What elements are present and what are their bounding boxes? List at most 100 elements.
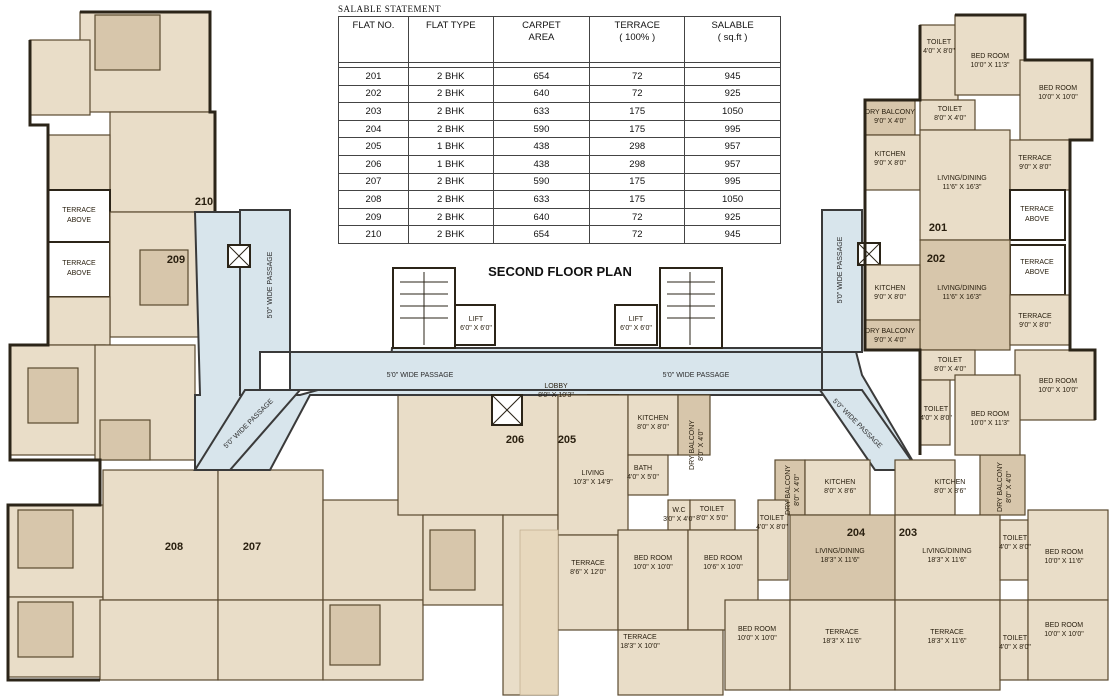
col-header: SALABLE( sq.ft )	[684, 16, 781, 63]
cell: 1 BHK	[407, 154, 494, 174]
room-name: BED ROOM	[704, 555, 742, 562]
room-size: 10'6" X 10'0"	[703, 564, 743, 571]
col-header-l1: FLAT NO.	[352, 20, 395, 31]
room-size: 10'0" X 10'0"	[633, 564, 673, 571]
col-header-l1: FLAT TYPE	[425, 20, 476, 31]
cell: 2 BHK	[407, 67, 494, 86]
room-name: TOILET	[938, 357, 963, 364]
room-size: 10'0" X 10'0"	[1044, 631, 1084, 638]
room-name: TOILET	[924, 406, 949, 413]
room-size: 10'0" X 10'0"	[1038, 94, 1078, 101]
cell: 298	[589, 154, 686, 174]
cell: 72	[589, 67, 686, 86]
room-size: 8'0" X 4'0"	[934, 115, 966, 122]
room-size: 8'6" X 12'0"	[570, 569, 606, 576]
room-size: 18'3" X 11'6"	[822, 638, 862, 645]
terrace-above-1	[47, 189, 111, 243]
col-header-l2: AREA	[528, 32, 555, 43]
room-labels: TOILET 4'0" X 8'0" BED ROOM 10'0" X 11'3…	[570, 39, 1084, 651]
room-name: BED ROOM	[971, 411, 1009, 418]
flat-number-209: 209	[167, 254, 185, 266]
room-name: DRY BALCONY	[785, 465, 792, 515]
room-size: 8'0" X 4'0"	[1006, 471, 1013, 503]
cell: 202	[338, 84, 409, 104]
terrace-above-r2	[1009, 244, 1066, 296]
room-size: 8'0" X 4'0"	[934, 366, 966, 373]
cell: 206	[338, 154, 409, 174]
cell: 208	[338, 190, 409, 209]
room-name: TOILET	[1003, 535, 1028, 542]
flat-number-201: 201	[929, 222, 947, 234]
cell: 72	[589, 207, 686, 227]
cell: 1 BHK	[407, 137, 494, 156]
room-name: LIVING/DINING	[937, 285, 986, 292]
col-header-l1: SALABLE	[711, 20, 754, 31]
cell: 210	[338, 225, 409, 244]
cell: 2 BHK	[407, 84, 494, 104]
room-size: 8'0" X 8'6"	[934, 488, 966, 495]
cell: 957	[684, 137, 781, 156]
cell: 2 BHK	[407, 207, 494, 227]
room-size: 4'0" X 8'0"	[920, 415, 952, 422]
room-name: TOILET	[938, 106, 963, 113]
cell: 1050	[684, 190, 781, 209]
room-size: 8'0" X 8'6"	[824, 488, 856, 495]
lift-left	[454, 304, 496, 346]
right-terrace-1-l2: ABOVE	[1025, 216, 1049, 223]
flats-203-204	[724, 454, 1109, 691]
room-name: KITCHEN	[638, 415, 669, 422]
cell: 175	[589, 119, 686, 139]
cell: 995	[684, 119, 781, 139]
flat-number-208: 208	[165, 541, 183, 553]
right-terrace-1-l1: TERRACE	[1020, 206, 1054, 213]
room-name: TOILET	[760, 515, 785, 522]
cell: 204	[338, 119, 409, 139]
lobby-name: LOBBY	[544, 383, 568, 390]
room-size: 18'3" X 10'0"	[620, 643, 660, 650]
room-name: BED ROOM	[1045, 622, 1083, 629]
col-header-l1: TERRACE	[614, 20, 660, 31]
salable-caption: SALABLE STATEMENT	[338, 4, 442, 14]
cell: 175	[589, 172, 686, 192]
room-size: 4'0" X 5'0"	[627, 474, 659, 481]
cell: 640	[492, 207, 591, 227]
cell: 925	[684, 207, 781, 227]
cell: 640	[492, 84, 591, 104]
left-terrace-2-l2: ABOVE	[67, 270, 91, 277]
room-size: 8'0" X 4'0"	[698, 429, 705, 461]
cell: 438	[492, 137, 591, 156]
flat-205	[519, 394, 759, 696]
cell: 945	[684, 225, 781, 244]
right-terrace-2-l2: ABOVE	[1025, 269, 1049, 276]
room-size: 10'0" X 11'6"	[1044, 558, 1084, 565]
room-name: BATH	[634, 465, 652, 472]
room-size: 4'0" X 8'0"	[999, 544, 1031, 551]
flat-number-207: 207	[243, 541, 261, 553]
room-name: TOILET	[700, 506, 725, 513]
room-name: LIVING	[582, 470, 605, 477]
cell: 1050	[684, 102, 781, 121]
room-size: 10'0" X 10'0"	[737, 635, 777, 642]
room-size: 10'0" X 10'0"	[1038, 387, 1078, 394]
room-name: KITCHEN	[825, 479, 856, 486]
room-size: 8'0" X 5'0"	[696, 515, 728, 522]
cell: 995	[684, 172, 781, 192]
col-header: FLAT TYPE	[407, 16, 494, 63]
room-name: W.C	[672, 507, 685, 514]
room-size: 11'6" X 16'3"	[942, 294, 982, 301]
room-name: BED ROOM	[634, 555, 672, 562]
cell: 175	[589, 102, 686, 121]
cell: 2 BHK	[407, 102, 494, 121]
room-name: DRY BALCONY	[689, 420, 696, 470]
room-size: 10'0" X 11'3"	[970, 62, 1010, 69]
cell: 633	[492, 190, 591, 209]
passage-label-right-vertical: 5'0" WIDE PASSAGE	[837, 236, 844, 303]
terrace-above-r1	[1009, 189, 1066, 241]
room-size: 4'0" X 8'0"	[999, 644, 1031, 651]
